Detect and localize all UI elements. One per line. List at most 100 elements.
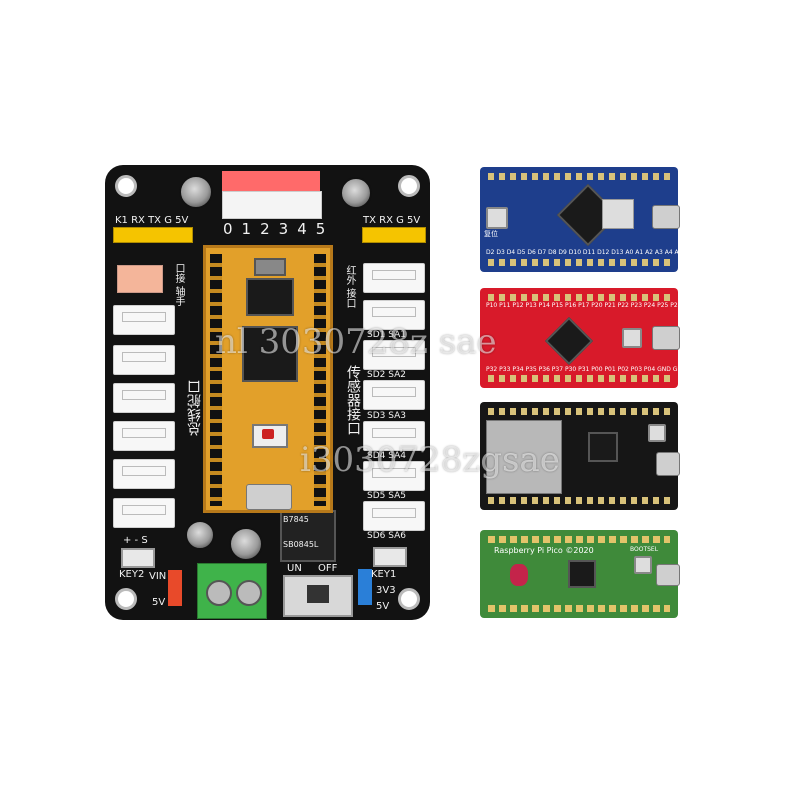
5v-label: 5V	[152, 597, 166, 608]
pin-row-bottom	[488, 375, 670, 382]
nano-pin-labels: D2 D3 D4 D5 D6 D7 D8 D9 D10 D11 D12 D13 …	[486, 249, 728, 256]
key2-button[interactable]	[121, 548, 155, 568]
mcu-chip	[544, 316, 594, 366]
red-bottom-pin-labels: P32 P33 P34 P35 P36 P37 P30 P31 P00 P01 …	[486, 366, 687, 373]
bus-servo-connector	[113, 305, 175, 335]
servo-numbers: 012345	[223, 220, 335, 238]
pin-header-left	[210, 254, 222, 506]
power-switch[interactable]	[283, 575, 353, 617]
key1-button[interactable]	[373, 547, 407, 567]
switch-off-label: OFF	[318, 563, 338, 574]
regulator-label: B7845	[283, 515, 309, 524]
sensor-label: SD1 SA1	[367, 330, 406, 340]
reset-button[interactable]	[252, 424, 288, 448]
mcu-chip	[242, 326, 298, 382]
sensor-label: SD5 SA5	[367, 491, 406, 501]
pin-row-bottom	[488, 259, 670, 266]
capacitor	[185, 520, 215, 550]
sensor-port-label: 传感器接口	[345, 365, 361, 435]
usb-port	[656, 564, 680, 586]
sensor-connector	[363, 461, 425, 491]
uart-header-left	[113, 227, 193, 243]
reset-button[interactable]	[622, 328, 642, 348]
sensor-label: SD6 SA6	[367, 531, 406, 541]
reset-label: 复位	[484, 230, 498, 238]
power-terminal	[197, 563, 267, 619]
sensor-connector	[363, 421, 425, 451]
bootsel-label: BOOTSEL	[630, 546, 659, 553]
voltage-jumper[interactable]	[358, 569, 372, 605]
usb-port	[652, 205, 680, 229]
sensor-connector	[363, 300, 425, 330]
mounting-hole	[398, 588, 420, 610]
key2-label: KEY2	[119, 569, 145, 580]
mounting-hole	[398, 175, 420, 197]
ir-port-label: 红外 接口	[344, 265, 355, 309]
usb-port	[246, 484, 292, 510]
reset-button-cap[interactable]	[262, 429, 274, 439]
rp2040-chip	[568, 560, 596, 588]
bus-servo-connector	[113, 345, 175, 375]
icsp-header	[602, 199, 634, 229]
reset-button[interactable]	[486, 207, 508, 229]
bus-servo-connector	[113, 383, 175, 413]
sensor-connector	[363, 380, 425, 410]
boot-button[interactable]	[648, 424, 666, 442]
ir-connector	[363, 263, 425, 293]
wifi-module	[486, 420, 562, 494]
capacitor	[229, 527, 263, 561]
watermark: nl 3030728z sae	[215, 322, 497, 362]
bus-servo-label: 总线舵口	[187, 380, 203, 436]
raspberry-logo-icon	[510, 564, 528, 586]
uart-header-label-right: TX RX G 5V	[363, 215, 421, 226]
handle-connector	[117, 265, 163, 293]
stc-board: P10 P11 P12 P13 P14 P15 P16 P17 P20 P21 …	[480, 288, 718, 388]
pin-header-right	[314, 254, 326, 506]
servo-header-white	[222, 191, 322, 219]
usb-chip	[246, 278, 294, 316]
bus-servo-connector	[113, 421, 175, 451]
switch-on-label: UN	[287, 563, 302, 574]
usb-port	[656, 452, 680, 476]
servo-header-red	[222, 171, 320, 191]
3v3-label: 3V3	[376, 585, 396, 596]
sensor-label: SD2 SA2	[367, 370, 406, 380]
bus-servo-connector	[113, 459, 175, 489]
pico-title: Raspberry Pi Pico ©2020	[494, 546, 594, 555]
pin-row-top	[488, 408, 670, 415]
pin-row-top	[488, 294, 670, 301]
watermark: i3030728zgsae	[300, 440, 560, 480]
polarity-label: + - S	[123, 535, 148, 546]
key1-label: KEY1	[371, 569, 397, 580]
sensor-label: SD3 SA3	[367, 411, 406, 421]
regulator-label: SB0845L	[283, 540, 319, 549]
mounting-hole	[115, 175, 137, 197]
sensor-connector	[363, 340, 425, 370]
expansion-board: 012345 K1 RX TX G 5V TX RX G 5V 口接 轴手 总线…	[105, 165, 430, 620]
core-board	[203, 245, 333, 513]
bus-servo-connector	[113, 498, 175, 528]
pin-row-bottom	[488, 497, 670, 504]
uart-header-right	[362, 227, 426, 243]
capacitor	[340, 177, 372, 209]
red-top-pin-labels: P10 P11 P12 P13 P14 P15 P16 P17 P20 P21 …	[486, 302, 719, 309]
crystal	[254, 258, 286, 276]
screw-icon	[236, 580, 262, 606]
bootsel-button[interactable]	[634, 556, 652, 574]
pico-board: Raspberry Pi Pico ©2020 BOOTSEL	[480, 530, 680, 618]
screw-icon	[206, 580, 232, 606]
capacitor	[179, 175, 213, 209]
pin-row-top	[488, 173, 670, 180]
mounting-hole	[115, 588, 137, 610]
pin-row-top	[488, 536, 670, 543]
pin-row-bottom	[488, 605, 670, 612]
uart-header-label-left: K1 RX TX G 5V	[115, 215, 189, 226]
nano-board: 复位 D2 D3 D4 D5 D6 D7 D8 D9 D10 D11 D12 D…	[480, 167, 728, 272]
esp32-board	[480, 402, 680, 510]
switch-knob[interactable]	[307, 585, 329, 603]
handle-port-label: 口接 轴手	[173, 263, 184, 307]
sensor-label: SD4 SA4	[367, 451, 406, 461]
usb-chip	[588, 432, 618, 462]
sensor-connector	[363, 501, 425, 531]
vin-jumper[interactable]	[168, 570, 182, 606]
